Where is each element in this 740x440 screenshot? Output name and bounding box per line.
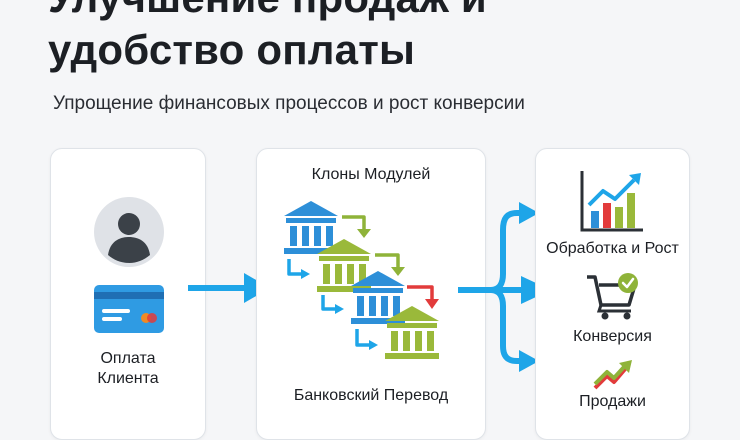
arrow-head-blue-1 <box>301 269 310 279</box>
arrow-head-blue-2 <box>335 304 344 314</box>
client-payment-label: Оплата Клиента <box>51 349 205 389</box>
results-card: Обработка и Рост Конверсия Продажи <box>535 148 690 440</box>
credit-card-icon <box>94 285 164 333</box>
module-clones-card: Клоны Модулей <box>256 148 486 440</box>
client-payment-card: Оплата Клиента <box>50 148 206 440</box>
result-label-conversion: Конверсия <box>573 328 652 345</box>
user-avatar-icon <box>94 197 164 267</box>
client-label-line-1: Оплата <box>100 350 156 367</box>
module-clones-label: Клоны Модулей <box>311 166 431 183</box>
result-label-sales: Продажи <box>579 393 646 410</box>
title-line-2: удобство оплаты <box>48 26 416 73</box>
trend-up-icon <box>593 360 632 390</box>
page-title: Улучшение продаж и удобство оплаты <box>48 0 487 76</box>
growth-chart-icon <box>580 171 643 232</box>
page-subtitle: Упрощение финансовых процессов и рост ко… <box>53 93 525 114</box>
arrow-head-green-1 <box>357 229 371 238</box>
flow-arrows-branching <box>458 202 551 372</box>
shopping-cart-check-icon <box>587 273 638 320</box>
arrow-head-blue-3 <box>369 340 378 350</box>
client-label-line-2: Клиента <box>97 370 159 387</box>
bank-icon-1 <box>284 201 338 254</box>
result-label-growth: Обработка и Рост <box>546 240 679 257</box>
arrow-head-red <box>425 299 439 309</box>
arrow-head-green-2 <box>391 267 405 276</box>
title-line-1: Улучшение продаж и <box>48 0 487 21</box>
bank-clones-diagram <box>284 201 439 359</box>
bank-transfer-label: Банковский Перевод <box>293 387 449 404</box>
